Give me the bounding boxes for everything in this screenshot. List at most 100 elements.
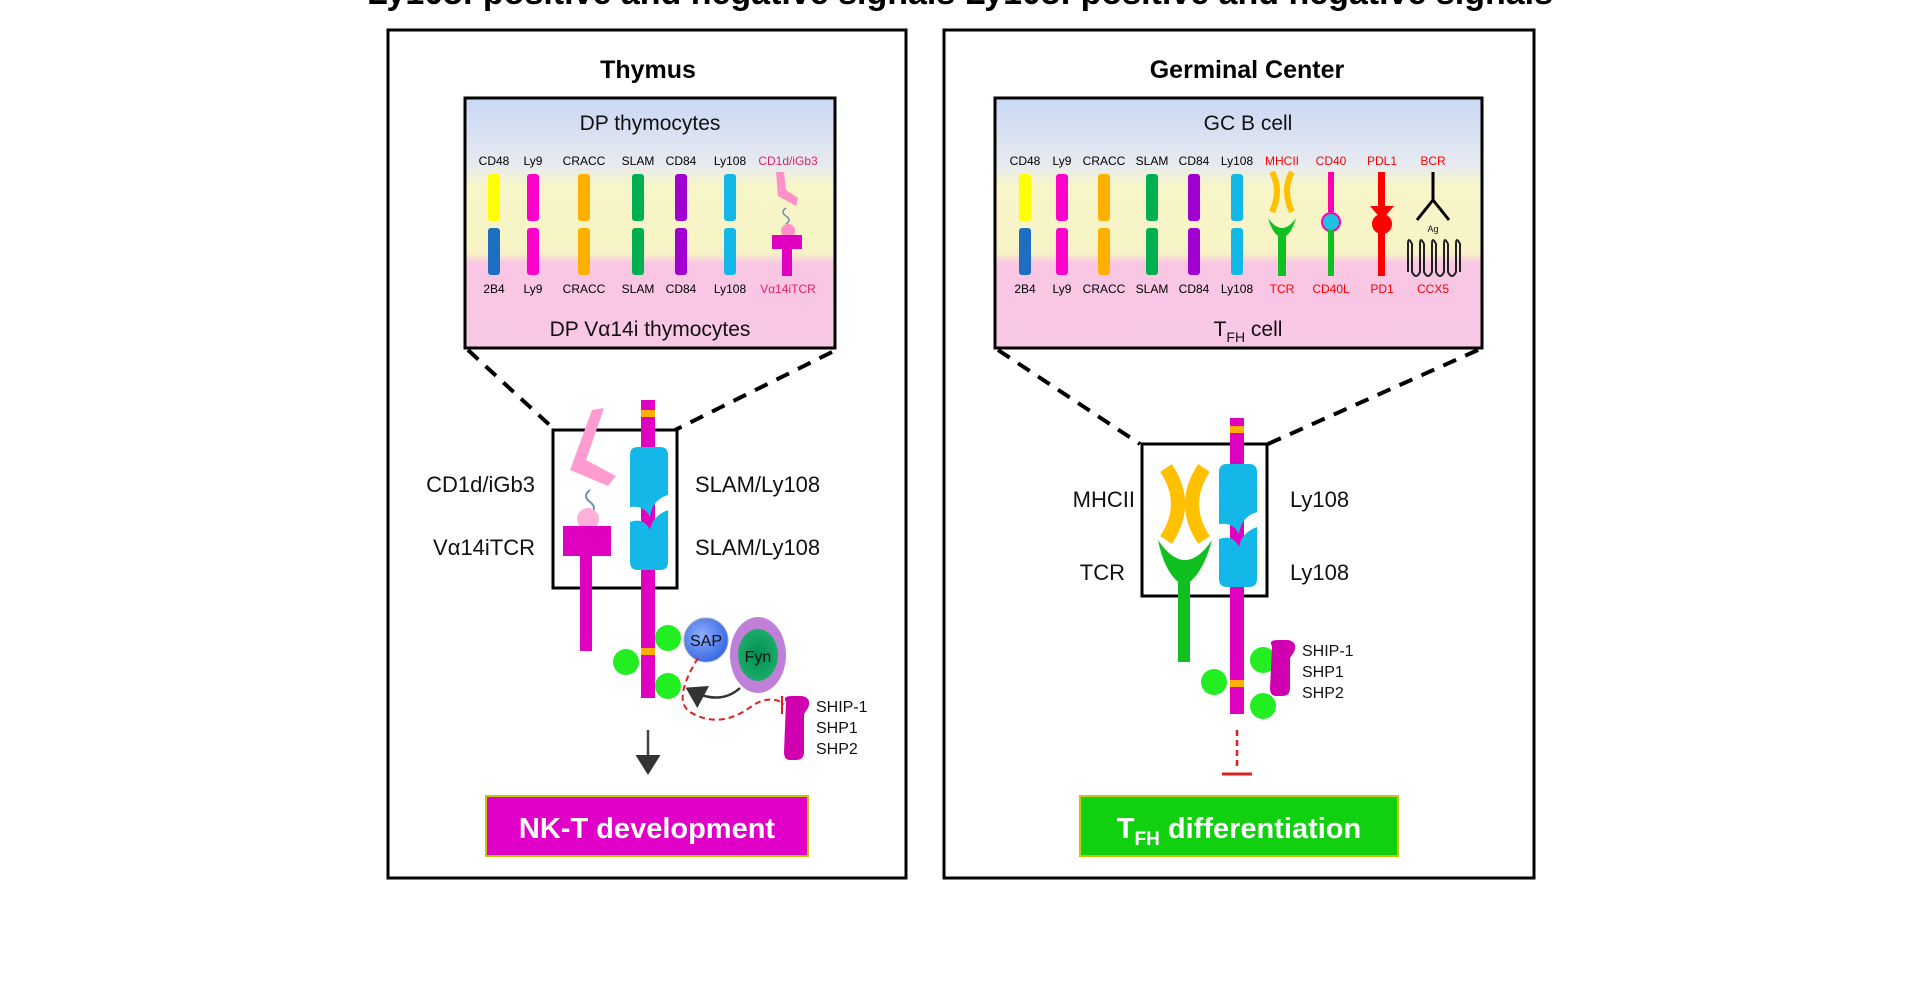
ship1-label: SHIP-1	[1302, 643, 1354, 660]
zoom-line-left	[996, 348, 1142, 446]
cd1d-shape	[570, 408, 616, 486]
inset-thymocytes: DP thymocytes DP Vα14i thymocytes CD48 L…	[463, 96, 837, 350]
signaling-left: SAP Fyn SHIP-1 SHP1 SHP2	[613, 617, 868, 775]
label-va14itcr-large: Vα14iTCR	[433, 535, 535, 560]
label-cd84: CD84	[666, 154, 697, 168]
label-mhcii: MHCII	[1265, 154, 1299, 168]
pY-dot-2	[613, 649, 639, 675]
bar-ly9-top	[527, 174, 539, 221]
label-ly9: Ly9	[524, 154, 543, 168]
fyn-arrow	[685, 686, 741, 709]
label-cracc-b: CRACC	[1083, 282, 1126, 296]
label-cd48: CD48	[479, 154, 510, 168]
ly108-stripe-bottom	[641, 648, 655, 655]
ly108-large	[1219, 418, 1257, 714]
tcr-stem	[580, 556, 592, 651]
label-tcr-large: TCR	[1080, 560, 1125, 585]
fyn-label: Fyn	[745, 649, 772, 666]
label-cd84-b: CD84	[666, 282, 697, 296]
bar-cd84-top	[675, 174, 687, 221]
label-mhcii-large: MHCII	[1073, 487, 1135, 512]
label-bcr: BCR	[1420, 154, 1446, 168]
bar-ly108-top	[724, 174, 736, 221]
cd40-small	[1321, 172, 1341, 276]
label-slam: SLAM	[622, 154, 655, 168]
ship-molecule	[1270, 640, 1296, 696]
pY-dot-2	[1201, 669, 1227, 695]
zoom-line-right	[1267, 348, 1479, 446]
cd1d-shape-small	[776, 172, 798, 206]
panel-germinal-center: Germinal Center GC B cell TFH cell CD48 …	[942, 28, 1536, 880]
zoom-line-right	[674, 350, 833, 432]
zoom-box	[1140, 442, 1269, 598]
mhc-small	[1269, 170, 1295, 214]
pY-dot-3	[655, 673, 681, 699]
cd1d-large	[570, 408, 616, 530]
lipid-chain-small	[782, 207, 790, 225]
bar-ly9-top	[1056, 174, 1068, 221]
label-cd48: CD48	[1010, 154, 1041, 168]
inset-box	[463, 96, 837, 350]
label-tcr: TCR	[1270, 282, 1295, 296]
antigen-dot	[577, 508, 599, 530]
label-ly108: Ly108	[1221, 154, 1254, 168]
label-cd84-b: CD84	[1179, 282, 1210, 296]
bar-slam-top	[1146, 174, 1158, 221]
shp1-label: SHP1	[1302, 664, 1344, 681]
label-2b4: 2B4	[483, 282, 505, 296]
mhc-tcr-small	[1268, 170, 1296, 276]
label-pd1: PD1	[1370, 282, 1394, 296]
label-ly9-b: Ly9	[1053, 282, 1072, 296]
sap-label: SAP	[690, 633, 722, 650]
bcr-small: Ag	[1407, 172, 1461, 277]
shp2-label: SHP2	[816, 741, 858, 758]
label-ly108-b: Ly108	[714, 282, 747, 296]
ccx5-shape	[1407, 239, 1461, 277]
label-cd40l: CD40L	[1312, 282, 1350, 296]
outcome-tfh: TFH differentiation	[1117, 813, 1361, 850]
bar-ly108-top	[1231, 174, 1243, 221]
panel-border	[942, 28, 1536, 880]
slam-bottom-domain	[630, 510, 668, 570]
va14itcr-large	[563, 526, 611, 651]
bar-ly108-bottom	[1231, 228, 1243, 275]
outcome-box-tfh	[1079, 795, 1399, 857]
label-cracc: CRACC	[1083, 154, 1126, 168]
label-cd1d-igb3: CD1d/iGb3	[426, 472, 535, 497]
label-cracc-b: CRACC	[563, 282, 606, 296]
label-cd1d: CD1d/iGb3	[758, 154, 818, 168]
label-ly9-b: Ly9	[524, 282, 543, 296]
bar-slam-bottom	[632, 228, 644, 275]
shp1-label: SHP1	[816, 720, 858, 737]
ly108-stripe-top	[641, 410, 655, 417]
bar-cd48	[488, 174, 500, 221]
bar-ly9-bottom	[1056, 228, 1068, 275]
slam-ly108-large	[630, 400, 668, 698]
receptor-pairs	[488, 174, 736, 275]
bar-slam-top	[632, 174, 644, 221]
label-ly108-bottom: Ly108	[1290, 560, 1349, 585]
bar-cracc-top	[1098, 174, 1110, 221]
tcr-head-small	[772, 235, 802, 249]
label-cd84: CD84	[1179, 154, 1210, 168]
inset-bottom-title: DP Vα14i thymocytes	[550, 318, 751, 341]
bcr-shape	[1415, 172, 1451, 221]
tcr-stem-small	[782, 249, 792, 276]
inset-top-title: DP thymocytes	[580, 112, 721, 135]
bar-cracc-bottom	[1098, 228, 1110, 275]
outcome-nkt: NK-T development	[519, 813, 776, 845]
bar-ly9-bottom	[527, 228, 539, 275]
cd40-stem	[1328, 172, 1334, 212]
label-2b4: 2B4	[1014, 282, 1036, 296]
pd1-node	[1372, 214, 1392, 234]
bar-cracc-top	[578, 174, 590, 221]
bar-2b4	[488, 228, 500, 275]
sap-circle	[683, 617, 729, 663]
ly108-stripe-bottom	[1230, 680, 1244, 687]
panel-title: Germinal Center	[1150, 56, 1345, 84]
ship-molecule	[784, 696, 810, 760]
tcr-large	[1158, 540, 1212, 662]
cd40-node	[1321, 212, 1341, 232]
pd1-stem	[1378, 232, 1385, 276]
